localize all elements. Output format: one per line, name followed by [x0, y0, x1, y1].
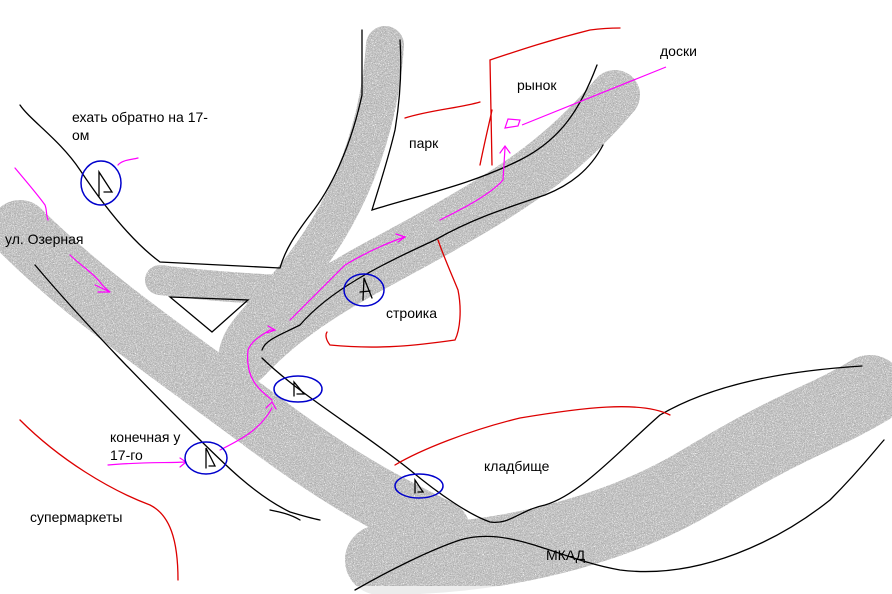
label-park: парк	[409, 135, 439, 151]
label-market: рынок	[517, 77, 557, 93]
label-street: ул. Озерная	[5, 231, 84, 247]
label-boards: доски	[660, 43, 697, 59]
bus-stop-go-back-circle	[80, 160, 122, 206]
boundary-market-inner	[479, 109, 493, 166]
bus-stop-construction-circle	[343, 273, 385, 307]
route-left	[14, 167, 111, 293]
bus-stop-middle-icon	[293, 380, 306, 397]
edge-ozernaya-lower	[34, 264, 321, 521]
edge-diag-lower	[261, 144, 604, 351]
road-mkad	[345, 355, 892, 594]
bus-stop-go-back-icon	[98, 169, 114, 197]
boundary-park	[404, 101, 481, 119]
edge-north-left	[19, 29, 363, 269]
route-go-back	[117, 157, 139, 166]
area-boundaries	[19, 27, 671, 581]
road-fill-color	[0, 26, 892, 594]
label-mkad: МКАД	[546, 547, 586, 563]
bus-stops	[80, 160, 444, 499]
bus-stop-terminal-icon	[205, 447, 217, 469]
edge-cross-lower	[168, 296, 250, 333]
pointer-boards	[521, 66, 667, 126]
boundary-cemetery	[394, 406, 671, 466]
label-construction: строика	[386, 305, 438, 321]
edge-terminal-stub	[269, 509, 301, 521]
label-cemetery: кладбище	[484, 458, 550, 474]
road-cross	[145, 265, 295, 305]
road-edges	[19, 29, 885, 591]
label-go-back: ехать обратно на 17-ом	[72, 109, 208, 143]
label-terminal: конечная у 17-го	[110, 429, 181, 463]
bus-stop-cemetery-circle	[394, 473, 444, 499]
boundary-supermarkets	[19, 419, 179, 581]
arrow-c	[395, 233, 407, 243]
arrow-b	[266, 325, 277, 334]
arrow-left	[94, 284, 111, 293]
bus-route	[14, 118, 521, 468]
road-main-diagonal	[220, 70, 640, 385]
route-main	[107, 147, 506, 466]
bus-stop-construction-icon	[359, 277, 373, 301]
bus-stop-cemetery-icon	[414, 477, 425, 494]
edge-north-right	[371, 39, 598, 211]
road-ozernaya	[0, 200, 470, 560]
arrow-d	[499, 144, 511, 154]
road-fills	[0, 26, 892, 594]
arrow-a	[265, 401, 277, 410]
boundary-construction	[325, 239, 461, 348]
edge-mkad-upper	[261, 357, 863, 523]
label-supermarkets: супермаркеты	[30, 509, 123, 525]
road-north	[216, 26, 404, 389]
route-boards	[504, 118, 521, 129]
bus-stop-glyphs	[98, 169, 425, 494]
edge-mkad-lower	[354, 439, 885, 591]
boundary-market	[489, 27, 621, 166]
bus-stop-middle-circle	[273, 375, 323, 403]
bus-stop-terminal-circle	[184, 441, 228, 475]
